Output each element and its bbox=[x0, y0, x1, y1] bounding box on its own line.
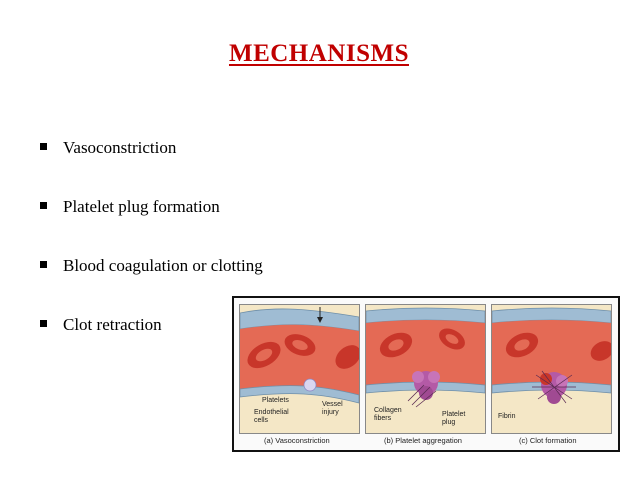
bullet-text: Clot retraction bbox=[63, 315, 162, 334]
square-bullet-icon bbox=[40, 202, 47, 209]
label-fibrin: Fibrin bbox=[498, 413, 516, 420]
bullet-text: Blood coagulation or clotting bbox=[63, 256, 263, 275]
label-platelets: Platelets bbox=[262, 397, 289, 404]
square-bullet-icon bbox=[40, 320, 47, 327]
square-bullet-icon bbox=[40, 143, 47, 150]
hemostasis-figure: Platelets Endothelial cells Vessel injur… bbox=[232, 296, 620, 452]
slide-title: MECHANISMS bbox=[228, 40, 409, 67]
caption-vasoconstriction: (a) Vasoconstriction bbox=[264, 436, 330, 445]
bullet-text: Platelet plug formation bbox=[63, 197, 220, 216]
label-endothelial-cells: Endothelial cells bbox=[254, 409, 289, 424]
square-bullet-icon bbox=[40, 261, 47, 268]
vessel-illustration bbox=[366, 307, 485, 408]
label-collagen-fibers: Collagen fibers bbox=[374, 407, 402, 422]
panel-platelet-aggregation: Collagen fibers Platelet plug bbox=[365, 304, 486, 434]
label-vessel-injury: Vessel injury bbox=[322, 401, 343, 416]
caption-platelet-aggregation: (b) Platelet aggregation bbox=[384, 436, 462, 445]
panel-clot-formation: Fibrin bbox=[491, 304, 612, 434]
bullet-text: Vasoconstriction bbox=[63, 138, 177, 157]
caption-clot-formation: (c) Clot formation bbox=[519, 436, 577, 445]
vessel-illustration bbox=[492, 307, 611, 404]
vessel-illustration bbox=[240, 307, 359, 404]
panel-vasoconstriction: Platelets Endothelial cells Vessel injur… bbox=[239, 304, 360, 434]
label-platelet-plug: Platelet plug bbox=[442, 411, 466, 426]
